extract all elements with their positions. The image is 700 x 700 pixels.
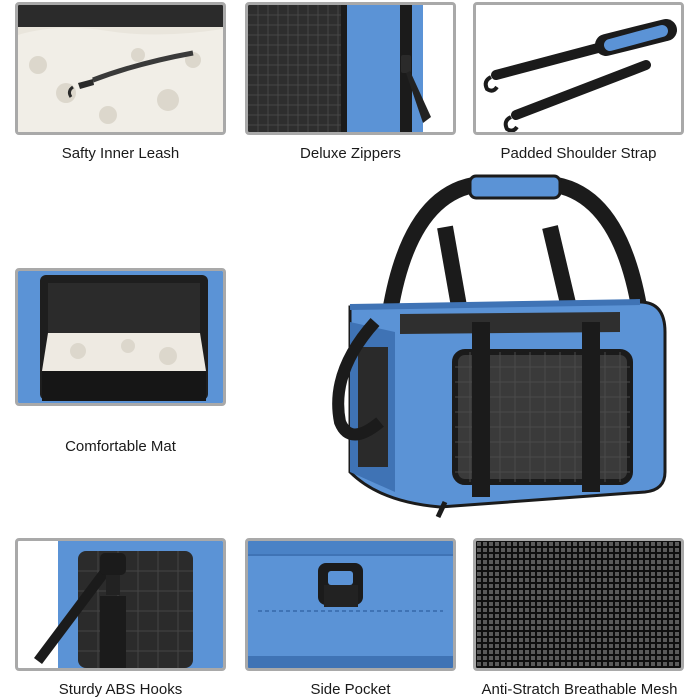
- hook-icon: [100, 553, 126, 595]
- caption-side-pocket: Side Pocket: [310, 681, 391, 698]
- d-ring-icon: [318, 563, 363, 607]
- hooks-panel: [15, 538, 226, 671]
- mesh-image: [476, 541, 681, 668]
- zippers-panel: [245, 2, 456, 135]
- inner-leash-panel: [15, 2, 226, 135]
- mat-panel: [15, 268, 226, 406]
- hooks-image: [18, 541, 223, 668]
- caption-inner-leash: Safty Inner Leash: [61, 145, 180, 162]
- strap-hook-icon: [483, 75, 519, 132]
- shoulder-strap-image: [476, 5, 681, 132]
- caption-zippers: Deluxe Zippers: [300, 145, 401, 162]
- mat-image: [18, 271, 223, 403]
- main-carrier-image: [320, 172, 672, 522]
- inner-leash-image: [18, 5, 223, 132]
- zippers-image: [248, 5, 453, 132]
- mesh-panel: [473, 538, 684, 671]
- side-pocket-panel: [245, 538, 456, 671]
- shoulder-strap-panel: [473, 2, 684, 135]
- side-pocket-image: [248, 541, 453, 668]
- leash-clip-icon: [67, 79, 94, 98]
- caption-mesh: Anti-Stratch Breathable Mesh: [481, 681, 678, 698]
- caption-hooks: Sturdy ABS Hooks: [58, 681, 183, 698]
- caption-shoulder-strap: Padded Shoulder Strap: [500, 145, 657, 162]
- caption-mat: Comfortable Mat: [65, 438, 176, 455]
- zipper-pull-icon: [401, 55, 431, 123]
